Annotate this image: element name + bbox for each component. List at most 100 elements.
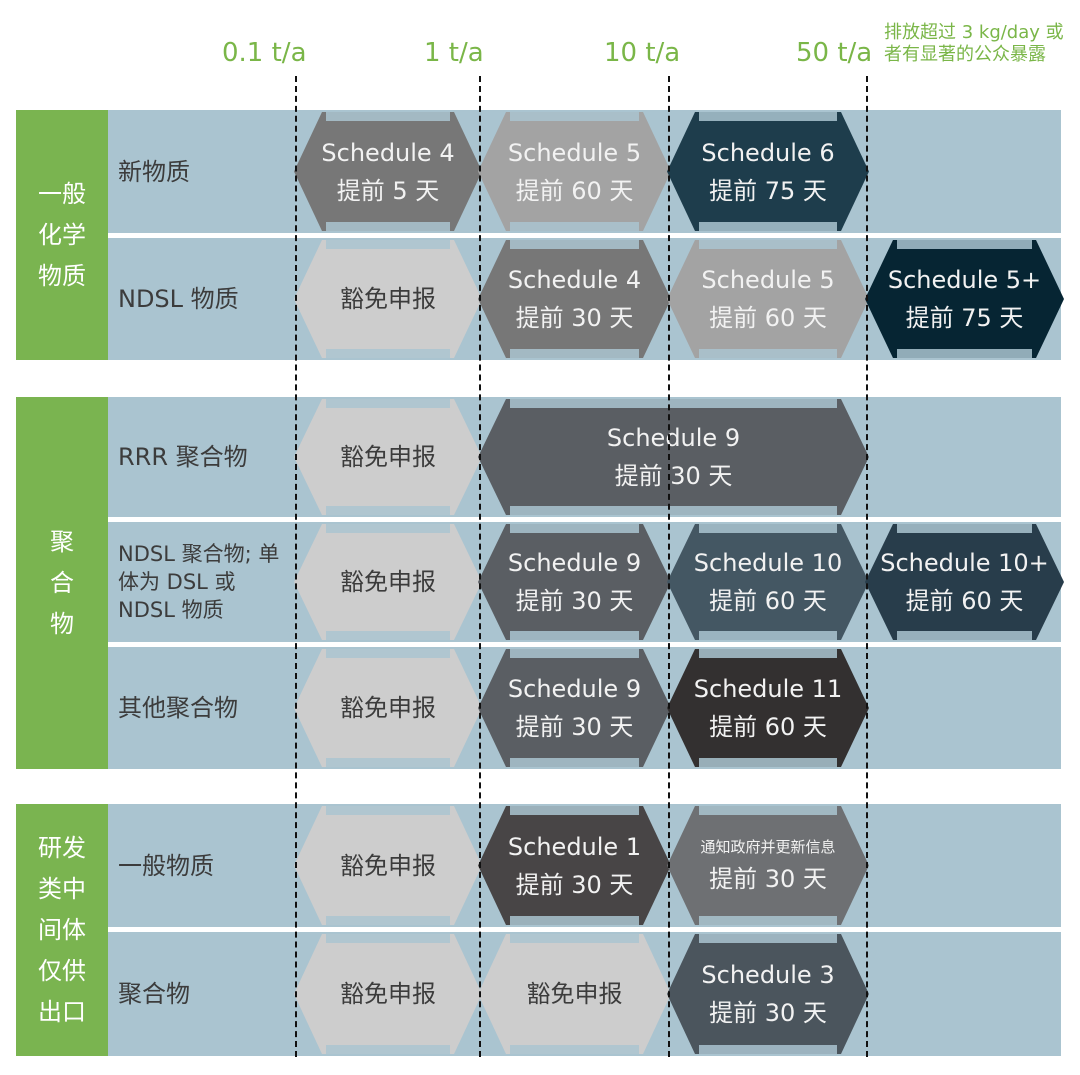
group-label: 聚合物 <box>16 397 108 769</box>
row-label: 聚合物 <box>118 980 190 1008</box>
hexagon-arrow-shape <box>478 934 671 1054</box>
arrow-line-1: 豁免申报 <box>340 694 436 722</box>
arrow-line-2: 提前 60 天 <box>709 713 827 741</box>
hexagon-arrow-shape <box>478 112 671 231</box>
hexagon-arrow-shape <box>667 934 869 1054</box>
schedule-arrow: Schedule 5 提前 60 天 <box>667 240 869 358</box>
arrow-line-1: Schedule 5 <box>701 266 835 294</box>
arrow-line-2: 提前 30 天 <box>709 999 827 1027</box>
threshold-label-50: 50 t/a <box>796 38 873 68</box>
arrow-line-2: 提前 30 天 <box>515 587 634 615</box>
arrow-line-1: Schedule 5+ <box>887 266 1042 294</box>
arrow-line-2: 提前 75 天 <box>905 304 1024 332</box>
arrow-line-2: 提前 30 天 <box>709 864 827 893</box>
row-label: 其他聚合物 <box>118 694 238 722</box>
schedule-arrow: Schedule 5 提前 60 天 <box>478 112 671 231</box>
schedule-arrow: 豁免申报 <box>294 806 482 925</box>
arrow-line-2: 提前 30 天 <box>614 462 733 490</box>
arrow-line-1: Schedule 4 <box>321 138 455 167</box>
hexagon-arrow-shape <box>667 112 869 231</box>
threshold-line-10 <box>668 76 670 1057</box>
arrow-line-2: 提前 60 天 <box>709 587 827 615</box>
arrow-line-2: 提前 30 天 <box>515 870 634 899</box>
arrow-line-2: 提前 30 天 <box>515 304 634 332</box>
schedule-arrow: Schedule 9 提前 30 天 <box>478 399 869 515</box>
hexagon-arrow-shape <box>478 806 671 925</box>
schedule-arrow: 豁免申报 <box>294 649 482 767</box>
threshold-line-0.1 <box>295 76 297 1057</box>
schedule-arrow: 豁免申报 <box>294 399 482 515</box>
hexagon-arrow-shape <box>865 524 1064 640</box>
threshold-label-10: 10 t/a <box>604 38 681 68</box>
threshold-line-50 <box>866 76 868 1057</box>
arrow-line-1: 豁免申报 <box>340 443 436 471</box>
hexagon-arrow-shape <box>667 524 869 640</box>
hexagon-arrow-shape <box>478 399 869 515</box>
arrow-line-1: Schedule 9 <box>507 549 642 577</box>
hexagon-arrow-shape <box>667 806 869 925</box>
row-label: NDSL 聚合物; 单体为 DSL 或 NDSL 物质 <box>118 542 280 622</box>
arrow-line-1: Schedule 10 <box>693 549 843 577</box>
row-label: 一般物质 <box>118 851 214 880</box>
hexagon-arrow-shape <box>667 649 869 767</box>
schedule-arrow: Schedule 10+ 提前 60 天 <box>865 524 1064 640</box>
arrow-line-1: Schedule 9 <box>606 424 741 452</box>
row-label: 新物质 <box>118 157 190 186</box>
arrow-line-1: Schedule 10+ <box>880 549 1049 577</box>
arrow-line-1: 豁免申报 <box>340 285 436 313</box>
arrow-line-1: Schedule 1 <box>507 832 642 861</box>
arrow-line-2: 提前 5 天 <box>336 176 440 205</box>
arrow-line-1: Schedule 9 <box>507 675 642 703</box>
schedule-arrow: 豁免申报 <box>294 524 482 640</box>
arrow-line-1: Schedule 6 <box>701 138 835 167</box>
arrow-line-2: 提前 30 天 <box>515 713 634 741</box>
hexagon-arrow-shape <box>667 240 869 358</box>
arrow-line-2: 提前 60 天 <box>709 304 827 332</box>
arrow-line-1: 豁免申报 <box>526 980 623 1008</box>
schedule-arrow: Schedule 6 提前 75 天 <box>667 112 869 231</box>
group-label: 研发类中间体仅供出口 <box>16 804 108 1056</box>
arrow-line-2: 提前 60 天 <box>905 587 1024 615</box>
hexagon-arrow-shape <box>478 240 671 358</box>
hexagon-arrow-shape <box>294 240 482 358</box>
hexagon-arrow-shape <box>294 524 482 640</box>
schedule-arrow: Schedule 10 提前 60 天 <box>667 524 869 640</box>
schedule-arrow: Schedule 4 提前 30 天 <box>478 240 671 358</box>
group-label: 一般化学物质 <box>16 110 108 360</box>
arrow-line-1: Schedule 11 <box>693 675 843 703</box>
row-label: NDSL 物质 <box>118 285 239 313</box>
arrow-line-2: 提前 75 天 <box>709 176 827 205</box>
threshold-label-0.1: 0.1 t/a <box>222 38 307 68</box>
schedule-arrow: Schedule 4 提前 5 天 <box>294 112 482 231</box>
threshold-label-1: 1 t/a <box>424 38 484 68</box>
schedule-arrow: Schedule 5+ 提前 75 天 <box>865 240 1064 358</box>
arrow-line-1: 豁免申报 <box>340 980 436 1008</box>
threshold-note: 排放超过 3 kg/day 或者有显著的公众暴露 <box>884 22 1064 65</box>
schedule-arrow: 通知政府并更新信息提前 30 天 <box>667 806 869 925</box>
arrow-line-1: Schedule 4 <box>507 266 642 294</box>
schedule-arrow: 豁免申报 <box>294 934 482 1054</box>
arrow-line-1: 通知政府并更新信息 <box>700 837 836 856</box>
schedule-arrow: 豁免申报 <box>294 240 482 358</box>
hexagon-arrow-shape <box>294 399 482 515</box>
schedule-arrow: Schedule 9 提前 30 天 <box>478 649 671 767</box>
arrow-line-1: Schedule 3 <box>701 961 835 989</box>
hexagon-arrow-shape <box>294 806 482 925</box>
schedule-arrow: Schedule 9 提前 30 天 <box>478 524 671 640</box>
row-label: RRR 聚合物 <box>118 443 248 471</box>
arrow-line-1: 豁免申报 <box>340 568 436 596</box>
hexagon-arrow-shape <box>478 524 671 640</box>
schedule-arrow: Schedule 3 提前 30 天 <box>667 934 869 1054</box>
threshold-line-1 <box>479 76 481 1057</box>
hexagon-arrow-shape <box>478 649 671 767</box>
hexagon-arrow-shape <box>294 934 482 1054</box>
arrow-line-1: Schedule 5 <box>507 138 642 167</box>
schedule-arrow: 豁免申报 <box>478 934 671 1054</box>
hexagon-arrow-shape <box>294 112 482 231</box>
schedule-arrow: Schedule 11 提前 60 天 <box>667 649 869 767</box>
hexagon-arrow-shape <box>294 649 482 767</box>
arrow-line-2: 提前 60 天 <box>515 176 634 205</box>
schedule-arrow: Schedule 1 提前 30 天 <box>478 806 671 925</box>
arrow-line-1: 豁免申报 <box>340 851 436 880</box>
hexagon-arrow-shape <box>865 240 1064 358</box>
